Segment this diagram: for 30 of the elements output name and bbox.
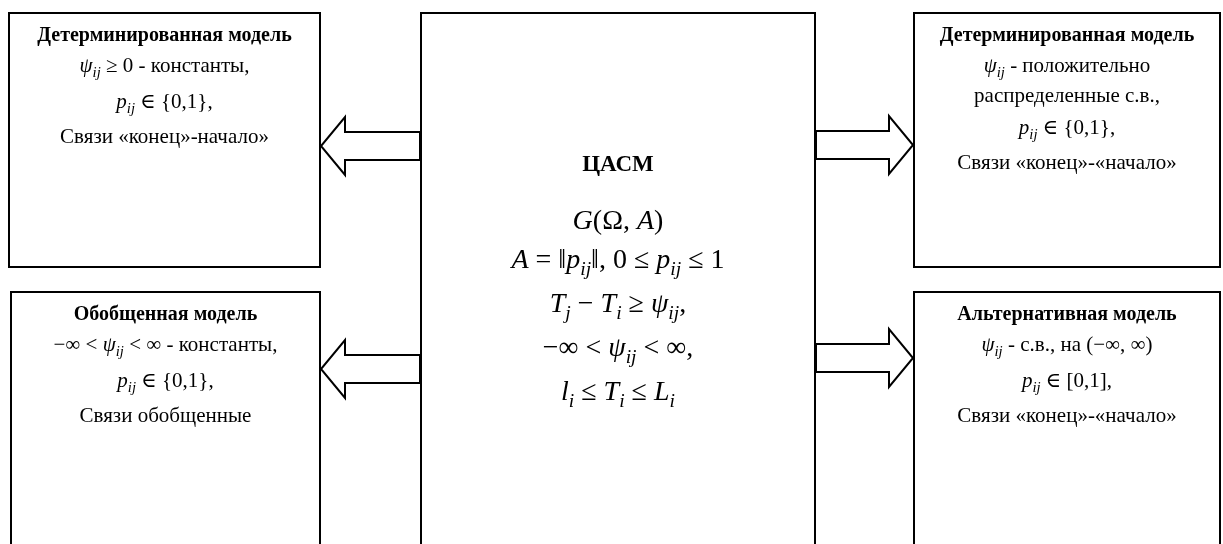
- formula-text: T$_{j}$ − T$_{i}$ ≥ ψ$_{ij}$,: [549, 285, 687, 325]
- text-box: [8, 12, 321, 268]
- formula-text: G(Ω, A): [572, 202, 664, 237]
- heading: ЦАСМ: [582, 151, 654, 178]
- text-box: [913, 12, 1221, 268]
- formula-text: Связи «конец»-«начало»: [957, 149, 1177, 176]
- formula-text: p$_{ij}$ ∈ {0,1},: [116, 87, 213, 118]
- block-arrow: [815, 113, 915, 177]
- formula-text: l$_{i}$ ≤ T$_{i}$ ≤ L$_{i}$: [560, 373, 675, 413]
- formula-text: A = ‖p$_{ij}$‖, 0 ≤ p$_{ij}$ ≤ 1: [511, 241, 725, 281]
- heading: Детерминированная модель: [939, 23, 1195, 46]
- heading: Обобщенная модель: [73, 302, 258, 325]
- formula-text: p$_{ij}$ ∈ {0,1},: [1018, 113, 1116, 144]
- formula-text: −∞ < ψ$_{ij}$ < ∞,: [542, 329, 694, 369]
- formula-text: −∞ < ψ$_{ij}$ < ∞ - константы,: [53, 331, 278, 361]
- heading: Детерминированная модель: [37, 23, 292, 46]
- formula-text: Связи «конец»-«начало»: [957, 402, 1177, 429]
- text-box: [420, 12, 816, 544]
- formula-text: ψ$_{ij}$ - с.в., на (−∞, ∞): [981, 331, 1153, 361]
- formula-text: p$_{ij}$ ∈ {0,1},: [117, 366, 214, 397]
- formula-text: Связи «конец»-начало»: [60, 123, 269, 150]
- block-arrow: [319, 114, 421, 178]
- formula-text: p$_{ij}$ ∈ [0,1],: [1021, 366, 1113, 397]
- formula-text: ψ$_{ij}$ ≥ 0 - константы,: [79, 52, 250, 82]
- text-box: [10, 291, 321, 544]
- heading: Альтернативная модель: [957, 302, 1177, 325]
- block-arrow: [319, 337, 421, 401]
- text-box: [913, 291, 1221, 544]
- block-arrow: [815, 326, 915, 390]
- formula-text: Связи обобщенные: [79, 402, 252, 429]
